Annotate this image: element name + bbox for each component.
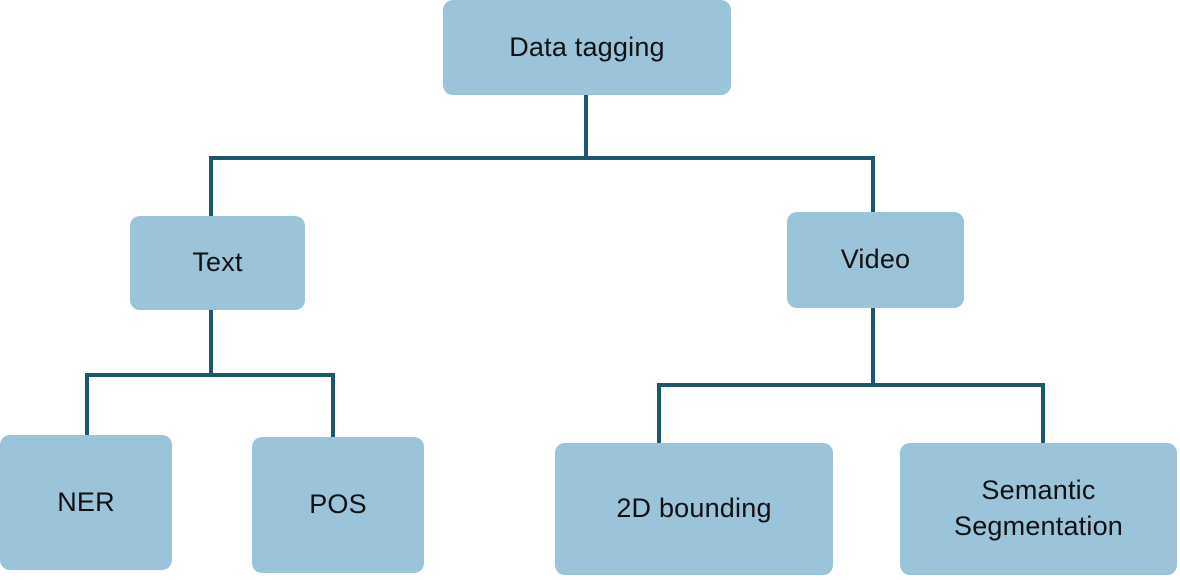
node-ner: NER [0,435,172,570]
node-pos: POS [252,437,424,573]
node-pos-label: POS [309,489,367,520]
connector-level1-horizontal [209,156,875,160]
node-ner-label: NER [57,486,115,517]
node-semantic-segmentation-label: Semantic Segmentation [953,475,1123,541]
node-video: Video [787,212,964,308]
connector-drop-to-text [209,156,213,216]
connector-drop-to-pos [331,373,335,437]
node-text-label: Text [192,247,243,278]
node-semantic-segmentation: Semantic Segmentation [900,443,1177,575]
connector-drop-to-semantic-segmentation [1041,383,1045,443]
connector-drop-to-2d-bounding [657,383,661,443]
node-data-tagging: Data tagging [443,0,731,95]
connector-drop-to-video [871,156,875,212]
connector-video-children-horizontal [657,383,1045,387]
connector-text-stub [209,310,213,377]
connector-root-stub [584,95,588,158]
node-video-label: Video [840,244,911,275]
node-text: Text [130,216,305,310]
connector-drop-to-ner [85,373,89,435]
connector-text-children-horizontal [85,373,335,377]
node-2d-bounding-label: 2D bounding [616,493,772,524]
node-2d-bounding: 2D bounding [555,443,833,575]
node-data-tagging-label: Data tagging [509,31,665,62]
connector-video-stub [871,308,875,387]
